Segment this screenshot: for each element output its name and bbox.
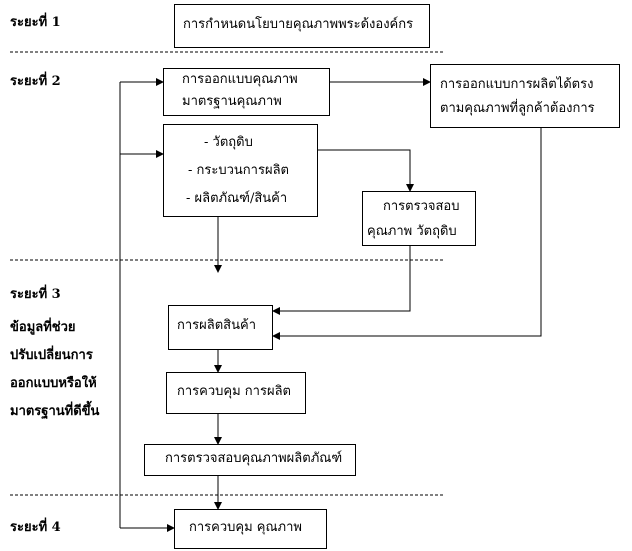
policy-box: การกำหนดนโยบายคุณภาพพระด้งองค์กร [174,4,430,48]
design-product-line-1: การออกแบบการผลิตได้ตรง [440,77,594,92]
product-inspection-box: การตรวจสอบคุณภาพผลิตภัณฑ์ [144,444,356,476]
policy-text: การกำหนดนโยบายคุณภาพพระด้งองค์กร [183,17,414,32]
input-materials: - วัตถุดิบ [204,135,253,150]
product-inspection-text: การตรวจสอบคุณภาพผลิตภัณฑ์ [165,451,343,466]
design-product-box: การออกแบบการผลิตได้ตรง ตามคุณภาพที่ลูกค้… [430,64,620,128]
design-product-line-2: ตามคุณภาพที่ลูกค้าต้องการ [440,101,595,116]
side-note: ข้อมูลที่ช่วย ปรับเปลี่ยนการ ออกแบบหรือใ… [10,314,99,426]
side-note-line-1: ข้อมูลที่ช่วย [10,320,76,335]
phase-2-label: ระยะที่ 2 [10,74,61,89]
input-product: - ผลิตภัณฑ์/สินค้า [186,191,288,206]
inspect-materials-line-2: คุณภาพ วัตถุดิบ [367,224,457,239]
design-quality-box: การออกแบบคุณภาพ มาตรฐานคุณภาพ [163,68,330,116]
phase-1-label: ระยะที่ 1 [10,15,61,30]
phase-4-label: ระยะที่ 4 [10,520,61,535]
quality-control-text: การควบคุม คุณภาพ [189,520,302,535]
quality-control-box: การควบคุม คุณภาพ [174,509,327,549]
input-process: - กระบวนการผลิต [188,163,289,178]
side-note-line-3: ออกแบบหรือให้ [10,376,97,391]
inspect-materials-box: การตรวจสอบ คุณภาพ วัตถุดิบ [362,191,476,246]
side-note-line-4: มาตรฐานที่ดีขึ้น [10,404,100,419]
arrow-inspect-to-production [272,246,411,315]
production-text: การผลิตสินค้า [177,318,256,333]
production-box: การผลิตสินค้า [168,305,273,350]
inputs-box: - วัตถุดิบ - กระบวนการผลิต - ผลิตภัณฑ์/ส… [163,124,318,217]
design-quality-line-1: การออกแบบคุณภาพ [182,72,298,87]
arrow-inputs-to-inspect [318,149,414,192]
inspect-materials-line-1: การตรวจสอบ [383,199,460,214]
side-note-line-2: ปรับเปลี่ยนการ [10,348,93,363]
design-quality-line-2: มาตรฐานคุณภาพ [182,94,282,109]
phase-3-label: ระยะที่ 3 [10,287,61,302]
production-control-box: การควบคุม การผลิต [166,372,306,414]
production-control-text: การควบคุม การผลิต [177,384,291,399]
arrow-product-design-to-production [272,128,542,340]
